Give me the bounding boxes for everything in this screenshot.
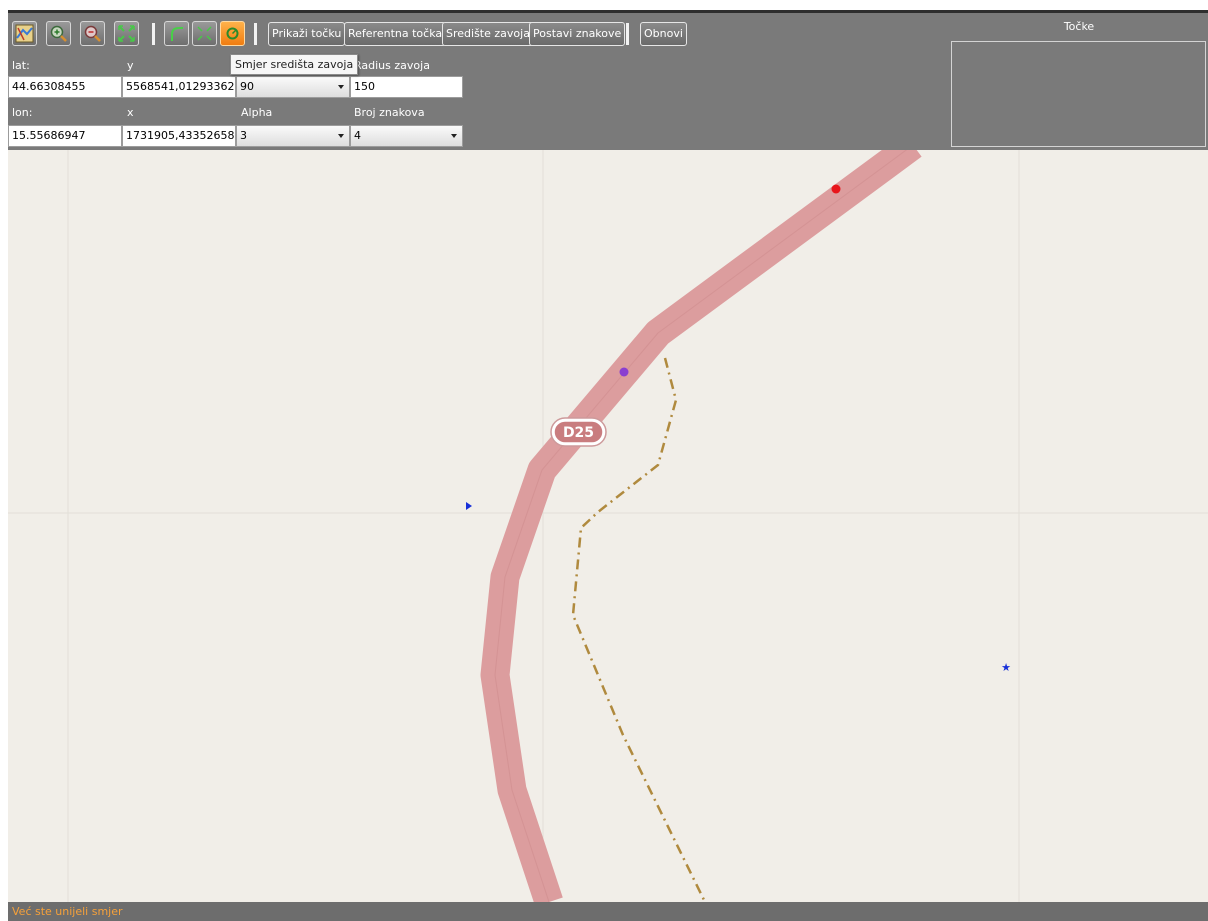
select-points-icon — [197, 26, 212, 41]
sign-count-select[interactable]: 4 — [350, 125, 463, 147]
place-signs-button[interactable]: Postavi znakove — [529, 22, 626, 46]
road-shield[interactable]: D25 — [550, 417, 607, 447]
radius-label: Radius zavoja — [354, 59, 430, 72]
toolbar-separator — [626, 23, 629, 45]
map-layer-button[interactable] — [12, 21, 37, 46]
alpha-label: Alpha — [241, 106, 273, 119]
toolbar: Prikaži točku Referentna točka Središte … — [8, 13, 950, 57]
road-label: D25 — [563, 425, 594, 441]
curve-center-button[interactable]: Središte zavoja — [442, 22, 534, 46]
zoom-extent-button[interactable] — [114, 21, 139, 46]
points-panel-title: Točke — [1063, 20, 1095, 33]
blue-triangle-marker[interactable] — [466, 502, 472, 510]
refresh-button[interactable]: Obnovi — [640, 22, 687, 46]
draw-curve-icon — [171, 27, 183, 41]
toolbar-separator — [254, 23, 257, 45]
map-svg: ★ D25 — [8, 150, 1208, 902]
radius-field[interactable]: 150 — [350, 76, 463, 98]
road-shield-fill — [553, 420, 604, 444]
chevron-down-icon — [338, 85, 344, 89]
lon-field[interactable]: 15.55686947 — [8, 125, 122, 147]
status-bar: Već ste unijeli smjer — [8, 902, 1208, 921]
map-canvas[interactable]: ★ D25 — [8, 150, 1208, 902]
curve-direction-value: 90 — [240, 80, 254, 93]
zoom-out-icon — [84, 25, 101, 42]
road-d25[interactable] — [480, 150, 922, 902]
top-strip — [8, 10, 1208, 13]
coordinate-form: lat: y Radius zavoja 44.66308455 5568541… — [8, 57, 950, 149]
toolbar-separator — [152, 23, 155, 45]
curve-direction-button[interactable] — [220, 21, 245, 46]
lon-label: lon: — [12, 106, 33, 119]
lat-field[interactable]: 44.66308455 — [8, 76, 122, 98]
red-point-marker[interactable] — [831, 184, 841, 194]
curve-direction-icon — [226, 27, 239, 40]
zoom-extent-icon — [118, 25, 135, 42]
show-point-button[interactable]: Prikaži točku — [268, 22, 346, 46]
y-field[interactable]: 5568541,01293362 — [122, 76, 236, 98]
reference-point-button[interactable]: Referentna točka — [344, 22, 447, 46]
x-field[interactable]: 1731905,43352658 — [122, 125, 236, 147]
select-points-button[interactable] — [192, 21, 217, 46]
zoom-in-icon — [50, 25, 67, 42]
purple-point-marker[interactable] — [619, 367, 629, 377]
map-layer-icon — [15, 24, 34, 43]
sign-count-label: Broj znakova — [354, 106, 425, 119]
blue-star-marker[interactable]: ★ — [1001, 661, 1011, 674]
direction-tooltip: Smjer središta zavoja — [230, 54, 359, 75]
alpha-value: 3 — [240, 129, 247, 142]
y-label: y — [127, 59, 134, 72]
points-list[interactable] — [951, 41, 1206, 147]
zoom-in-button[interactable] — [46, 21, 71, 46]
road-d25-edge — [494, 150, 908, 902]
x-label: x — [127, 106, 134, 119]
chevron-down-icon — [451, 134, 457, 138]
alpha-select[interactable]: 3 — [236, 125, 350, 147]
chevron-down-icon — [338, 134, 344, 138]
app-window: Prikaži točku Referentna točka Središte … — [8, 10, 1208, 921]
lat-label: lat: — [12, 59, 30, 72]
sign-count-value: 4 — [354, 129, 361, 142]
zoom-out-button[interactable] — [80, 21, 105, 46]
trail-path[interactable] — [571, 357, 707, 902]
curve-direction-select[interactable]: 90 — [236, 76, 350, 98]
draw-curve-button[interactable] — [164, 21, 189, 46]
